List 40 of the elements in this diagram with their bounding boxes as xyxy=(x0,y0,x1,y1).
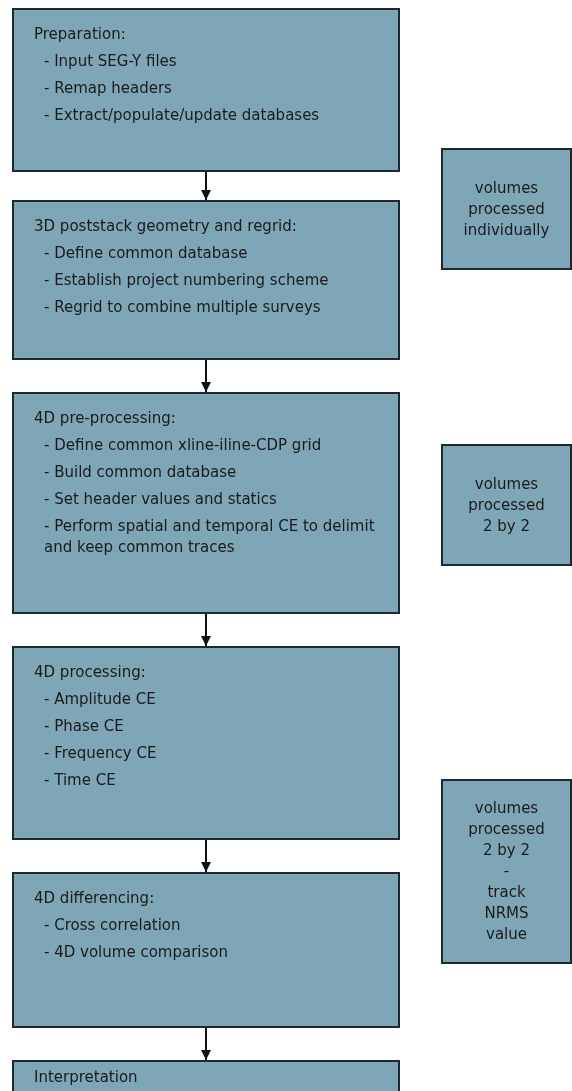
process-box xyxy=(12,392,400,614)
note-text: volumes processed 2 by 2 xyxy=(467,473,546,537)
bullet-item: - 4D volume comparison xyxy=(44,942,228,963)
note-box xyxy=(441,779,572,964)
box-heading: 3D poststack geometry and regrid: xyxy=(34,216,297,237)
note-box xyxy=(441,148,572,270)
note-text: track NRMS value xyxy=(483,882,530,945)
arrow xyxy=(201,839,211,873)
arrow xyxy=(201,359,211,393)
box-heading: 4D processing: xyxy=(34,662,146,683)
process-box xyxy=(12,646,400,840)
bullet-item: - Perform spatial and temporal CE to delimit and keep common traces xyxy=(44,516,376,558)
note-text: volumes processed individually xyxy=(463,177,550,241)
note-box xyxy=(441,444,572,566)
box-heading: 4D pre-processing: xyxy=(34,408,176,429)
note-text: - xyxy=(503,861,510,882)
bullet-item: - Extract/populate/update databases xyxy=(44,105,320,126)
box-heading: Preparation: xyxy=(34,24,126,45)
box-heading: 4D differencing: xyxy=(34,888,155,909)
note-text: volumes processed 2 by 2 xyxy=(467,798,546,861)
bullet-item: - Define common xline-iline-CDP grid xyxy=(44,435,322,456)
bullet-item: - Remap headers xyxy=(44,78,172,99)
arrow xyxy=(201,171,211,201)
bullet-item: - Phase CE xyxy=(44,716,124,737)
bullet-item: - Cross correlation xyxy=(44,915,181,936)
bullet-item: - Amplitude CE xyxy=(44,689,156,710)
process-box xyxy=(12,200,400,360)
bullet-item: - Establish project numbering scheme xyxy=(44,270,329,291)
process-box xyxy=(12,872,400,1028)
bullet-item: - Time CE xyxy=(44,770,116,791)
bullet-item: - Set header values and statics xyxy=(44,489,277,510)
bullet-item: - Define common database xyxy=(44,243,248,264)
bullet-item: - Input SEG-Y files xyxy=(44,51,177,72)
bullet-item: - Frequency CE xyxy=(44,743,157,764)
arrow xyxy=(201,1027,211,1061)
bullet-item: - Regrid to combine multiple surveys xyxy=(44,297,321,318)
box-heading: Interpretation xyxy=(34,1067,138,1088)
arrow xyxy=(201,613,211,647)
process-box xyxy=(12,8,400,172)
bullet-item: - Build common database xyxy=(44,462,237,483)
